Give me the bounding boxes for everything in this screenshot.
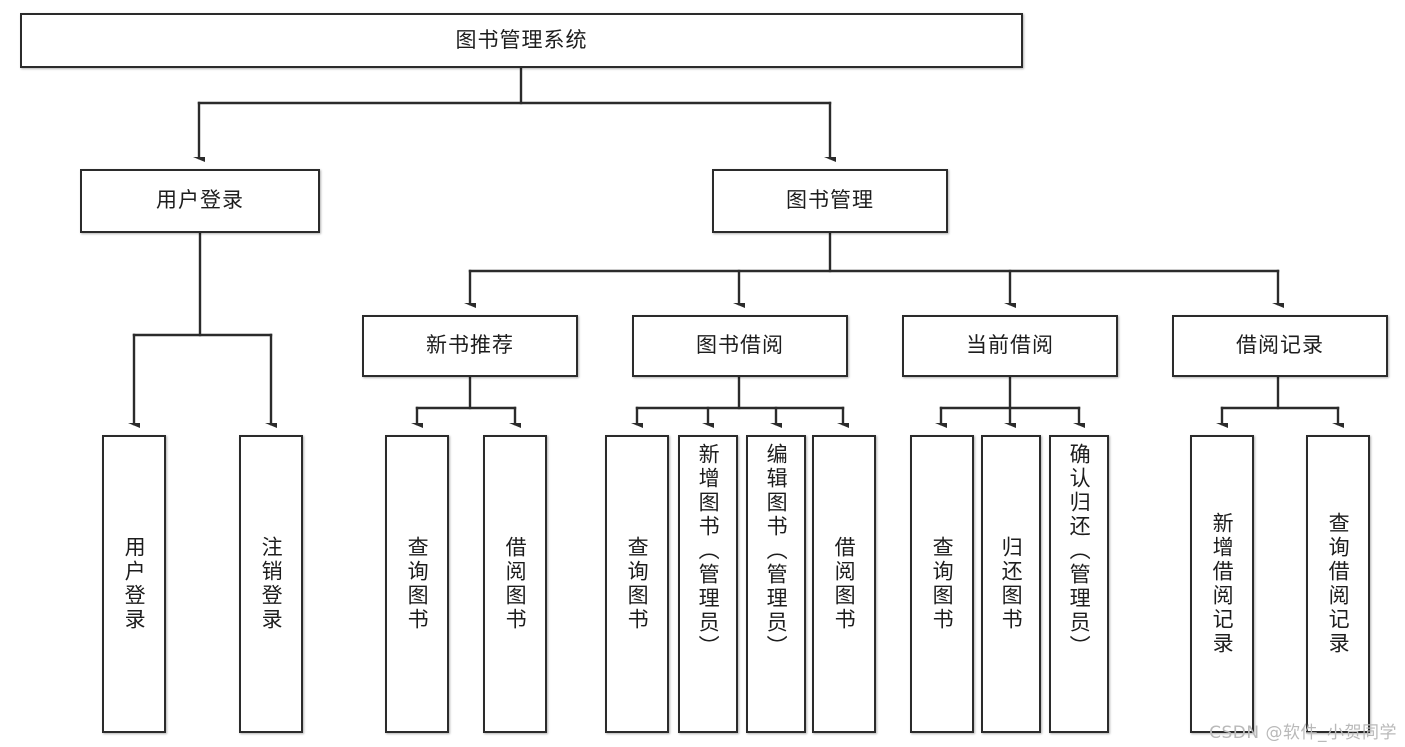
node-new-book-recommend-label: 新书推荐: [426, 333, 514, 358]
leaf-new-book-1[interactable]: 借阅图书: [483, 435, 547, 733]
leaf-borrow-record-0[interactable]: 新增借阅记录: [1190, 435, 1254, 733]
leaf-user-login-0[interactable]: 用户登录: [102, 435, 166, 733]
node-book-borrow-label: 图书借阅: [696, 333, 784, 358]
watermark: CSDN @软件_小贺同学: [1209, 723, 1397, 743]
leaf-current-borrow-0[interactable]: 查询图书: [910, 435, 974, 733]
leaf-borrow-record-0-label: 新增借阅记录: [1210, 512, 1235, 656]
leaf-book-borrow-1[interactable]: 新增图书（管理员）: [678, 435, 738, 733]
leaf-new-book-0[interactable]: 查询图书: [385, 435, 449, 733]
node-current-borrow[interactable]: 当前借阅: [902, 315, 1118, 377]
leaf-current-borrow-2[interactable]: 确认归还（管理员）: [1049, 435, 1109, 733]
leaf-user-login-0-label: 用户登录: [122, 536, 147, 632]
leaf-book-borrow-1-label: 新增图书（管理员）: [696, 443, 721, 659]
node-current-borrow-label: 当前借阅: [966, 333, 1054, 358]
leaf-current-borrow-1[interactable]: 归还图书: [981, 435, 1041, 733]
leaf-current-borrow-1-label: 归还图书: [999, 536, 1024, 632]
leaf-new-book-1-label: 借阅图书: [503, 536, 528, 632]
node-user-login-label: 用户登录: [156, 188, 244, 213]
leaf-user-login-1[interactable]: 注销登录: [239, 435, 303, 733]
leaf-borrow-record-1-label: 查询借阅记录: [1326, 512, 1351, 656]
node-borrow-record-label: 借阅记录: [1236, 333, 1324, 358]
leaf-book-borrow-0[interactable]: 查询图书: [605, 435, 669, 733]
leaf-book-borrow-2[interactable]: 编辑图书（管理员）: [746, 435, 806, 733]
leaf-current-borrow-0-label: 查询图书: [930, 536, 955, 632]
node-book-borrow[interactable]: 图书借阅: [632, 315, 848, 377]
node-book-manage[interactable]: 图书管理: [712, 169, 948, 233]
node-borrow-record[interactable]: 借阅记录: [1172, 315, 1388, 377]
leaf-book-borrow-2-label: 编辑图书（管理员）: [764, 443, 789, 659]
node-root[interactable]: 图书管理系统: [20, 13, 1023, 68]
leaf-book-borrow-3-label: 借阅图书: [832, 536, 857, 632]
leaf-current-borrow-2-label: 确认归还（管理员）: [1067, 443, 1092, 659]
node-root-label: 图书管理系统: [455, 27, 588, 52]
node-book-manage-label: 图书管理: [786, 188, 874, 213]
leaf-new-book-0-label: 查询图书: [405, 536, 430, 632]
leaf-book-borrow-0-label: 查询图书: [625, 536, 650, 632]
leaf-user-login-1-label: 注销登录: [259, 536, 284, 632]
node-new-book-recommend[interactable]: 新书推荐: [362, 315, 578, 377]
node-user-login[interactable]: 用户登录: [80, 169, 320, 233]
leaf-borrow-record-1[interactable]: 查询借阅记录: [1306, 435, 1370, 733]
leaf-book-borrow-3[interactable]: 借阅图书: [812, 435, 876, 733]
